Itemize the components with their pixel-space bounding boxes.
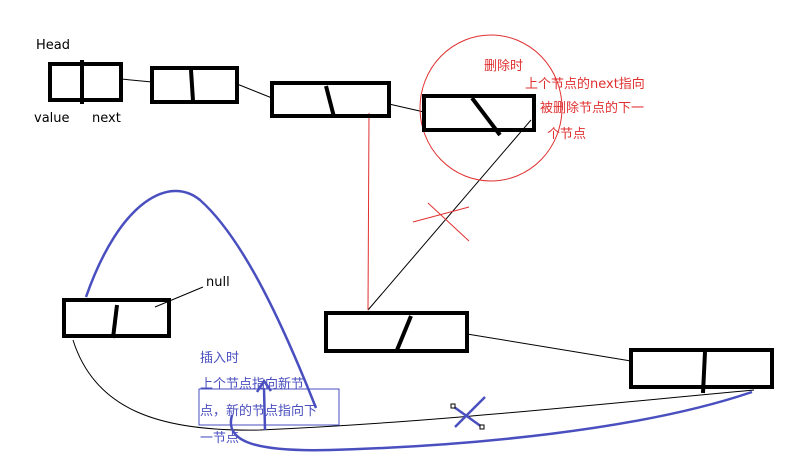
- link-node2-node3: [236, 83, 273, 99]
- node-deleted: [422, 94, 536, 137]
- null-label: null: [206, 275, 230, 290]
- insert-text-box: [198, 388, 340, 426]
- insert-arc-curve: [84, 189, 318, 409]
- insert-cross-handle-br: [479, 424, 485, 430]
- node-head: [48, 60, 123, 104]
- insert-bottom-curve: [229, 390, 753, 452]
- next-label: next: [92, 111, 121, 126]
- delete-note-title: 删除时: [484, 59, 523, 74]
- value-label: value: [34, 111, 70, 126]
- insert-cross-stroke-b: [454, 396, 486, 428]
- delete-note-line2: 被删除节点的下一: [540, 100, 644, 116]
- link-node3-deleted: [388, 103, 425, 113]
- delete-new-link-red: [367, 112, 370, 311]
- null-pointer-line: [154, 286, 204, 308]
- node-tail-null: [62, 298, 171, 339]
- insert-note-line1: 上个节点指向新节: [200, 376, 304, 392]
- link-node5-node6: [466, 333, 632, 362]
- delete-note-line3: 个节点: [547, 127, 586, 142]
- insert-cross-stroke-a: [453, 405, 483, 429]
- node-2: [150, 66, 239, 104]
- insert-cross-handle-tl: [450, 403, 456, 409]
- insert-note-title: 插入时: [200, 351, 239, 366]
- insert-arrow-head: [255, 378, 273, 393]
- node-3: [270, 81, 391, 118]
- link-node1-node2: [120, 78, 153, 83]
- delete-note-line1: 上个节点的next指向: [525, 76, 645, 92]
- insert-note-line2: 点，新的节点指向下: [200, 403, 317, 419]
- node-after-deleted: [324, 311, 469, 353]
- node-right: [629, 348, 774, 394]
- insert-arrow-stem: [262, 387, 267, 431]
- insert-note-line3: 一节点: [200, 431, 239, 446]
- delete-cross-stroke-b: [427, 202, 470, 242]
- head-label: Head: [36, 38, 70, 53]
- delete-highlight-circle: [419, 34, 563, 182]
- link-deleted-to-next: [367, 119, 532, 311]
- old-link-lower-curve: [72, 339, 755, 431]
